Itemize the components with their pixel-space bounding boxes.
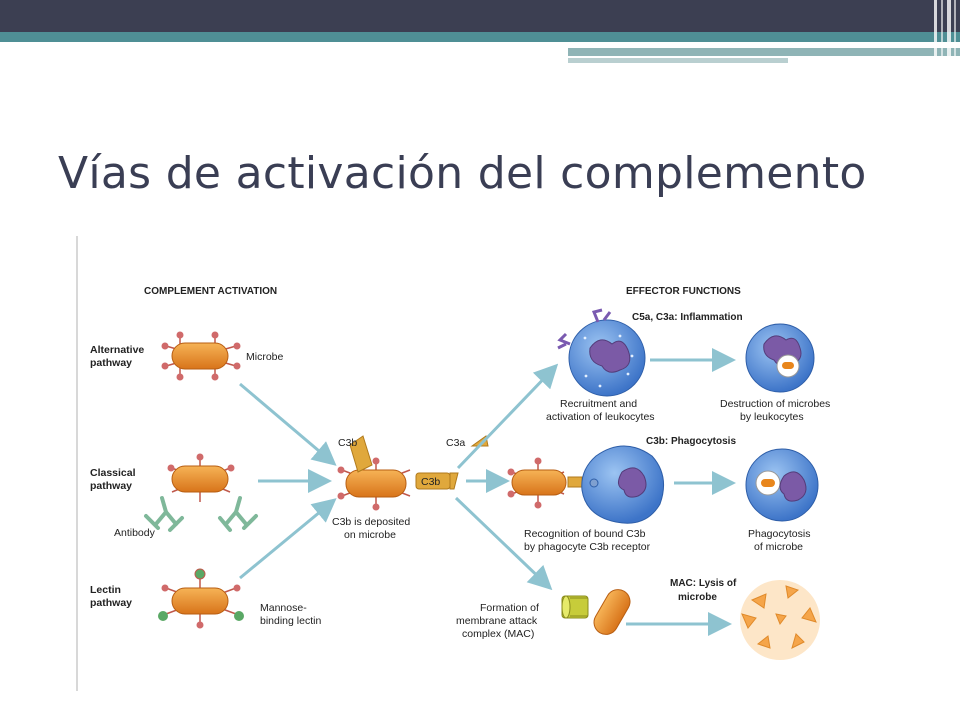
- alternative-pathway-label-2: pathway: [90, 357, 132, 369]
- mannose-label-1: Mannose-: [260, 602, 307, 614]
- alternative-microbe: [161, 331, 241, 381]
- c3b-label: C3b: [421, 476, 440, 488]
- phagocytosis-cell: [745, 448, 819, 522]
- mac-title-2: microbe: [678, 592, 717, 603]
- c3b-fragment: [415, 472, 459, 490]
- recognition-caption-1: Recognition of bound C3b: [524, 528, 646, 540]
- complement-diagram: COMPLEMENT ACTIVATION EFFECTOR FUNCTIONS…: [90, 286, 830, 660]
- diverging-arrows: [454, 348, 736, 636]
- phagocytosis-caption-2: of microbe: [754, 541, 803, 553]
- microbe-label: Microbe: [246, 351, 284, 363]
- phagocytosis-caption-1: Phagocytosis: [748, 528, 810, 540]
- classical-pathway-label-1: Classical: [90, 467, 136, 479]
- leukocyte-recruitment-cell: [557, 308, 646, 397]
- classical-microbe: [167, 453, 235, 502]
- c3b-deposited-caption-2: on microbe: [344, 529, 396, 541]
- mac-formation-caption-3: complex (MAC): [462, 628, 534, 640]
- mac-complex: [561, 589, 631, 635]
- lectin-pathway-label-1: Lectin: [90, 584, 121, 596]
- accent-stripe-tertiary: [568, 58, 788, 63]
- antibody-icon: [144, 496, 258, 532]
- accent-stripe: [0, 32, 960, 42]
- c3a-label: C3a: [446, 437, 465, 449]
- mac-formation-caption-2: membrane attack: [456, 615, 538, 627]
- destruction-caption-2: by leukocytes: [740, 411, 804, 423]
- c3b-tag-label: C3b: [338, 437, 357, 449]
- lysed-microbe-fragments: [740, 580, 820, 660]
- recruitment-caption-2: activation of leukocytes: [546, 411, 655, 423]
- phagocytosis-title: C3b: Phagocytosis: [646, 436, 736, 447]
- microbe-destruction-cell: [745, 323, 815, 393]
- recruitment-caption-1: Recruitment and: [560, 398, 637, 410]
- destruction-caption-1: Destruction of microbes: [720, 398, 830, 410]
- mac-title-1: MAC: Lysis of: [670, 578, 737, 589]
- inflammation-title: C5a, C3a: Inflammation: [632, 312, 743, 323]
- corner-lines-decoration: [934, 0, 956, 64]
- lectin-pathway-label-2: pathway: [90, 597, 132, 609]
- mannose-label-2: binding lectin: [260, 615, 321, 627]
- converging-arrows: [239, 382, 337, 580]
- accent-stripe-secondary: [568, 48, 960, 56]
- mac-formation-caption-1: Formation of: [480, 602, 539, 614]
- header-bar: [0, 0, 960, 32]
- effector-functions-header: EFFECTOR FUNCTIONS: [626, 286, 741, 297]
- recognition-caption-2: by phagocyte C3b receptor: [524, 541, 651, 553]
- c3b-deposited-caption-1: C3b is deposited: [332, 516, 410, 528]
- antibody-label: Antibody: [114, 527, 156, 539]
- alternative-pathway-label-1: Alternative: [90, 344, 144, 356]
- complement-activation-header: COMPLEMENT ACTIVATION: [144, 286, 277, 297]
- opsonized-microbe: [507, 457, 583, 509]
- left-divider: [76, 236, 78, 691]
- center-microbe: [337, 435, 411, 511]
- slide-title: Vías de activación del complemento: [58, 148, 867, 199]
- lectin-microbe: [158, 568, 244, 629]
- phagocyte-cell: [581, 445, 665, 524]
- classical-pathway-label-2: pathway: [90, 480, 132, 492]
